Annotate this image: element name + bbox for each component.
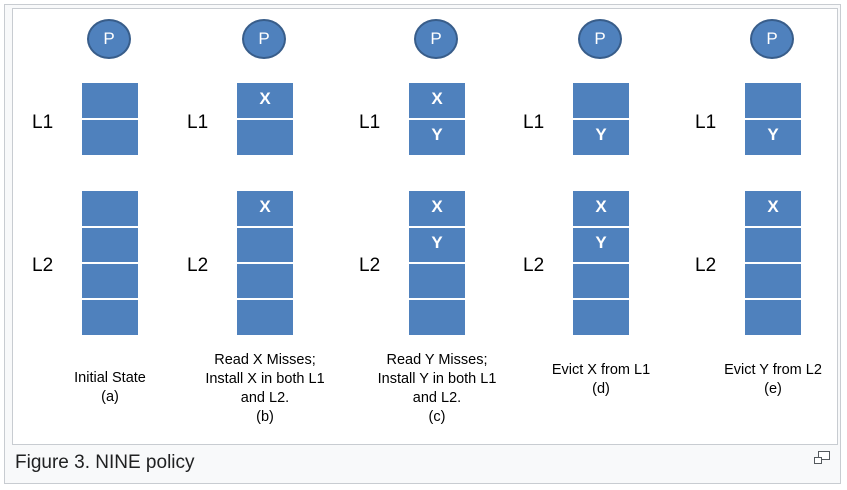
l2-label: L2 (359, 255, 381, 276)
l2-label: L2 (187, 255, 209, 276)
cache-line-divider (82, 226, 138, 228)
stage-caption: Read Y Misses; Install Y in both L1 and L2… (352, 351, 522, 427)
processor-node: P (578, 19, 622, 59)
cache-line-divider (573, 118, 629, 120)
cache-line-divider (237, 298, 293, 300)
l2-cache-block (82, 191, 138, 335)
stage-caption-line: Read X Misses; (214, 352, 316, 368)
cache-line-divider (573, 298, 629, 300)
processor-node: P (414, 19, 458, 59)
cache-line-divider (409, 118, 465, 120)
stage-caption-line: Initial State (74, 370, 146, 386)
stage-caption-line: (d) (592, 381, 610, 397)
stage-caption: Initial State (a) (25, 369, 195, 407)
l1-label: L1 (359, 112, 381, 133)
l2-label: L2 (695, 255, 717, 276)
cache-line-divider (409, 298, 465, 300)
stage-caption-line: Evict X from L1 (551, 362, 651, 378)
l2-cache-block: X (237, 191, 293, 335)
enlarge-icon[interactable] (814, 451, 830, 465)
figure-caption: Figure 3. NINE policy (15, 452, 195, 473)
cache-line-value: X (767, 197, 779, 216)
l1-label: L1 (32, 112, 54, 133)
stage-caption: Read X Misses; Install X in both L1 and L2… (180, 351, 350, 427)
stage-caption-line: Install Y in both L1 (377, 371, 497, 387)
stage-caption-line: Install X in both L1 (205, 371, 325, 387)
stage-caption-line: Read Y Misses; (386, 352, 488, 368)
cache-line-divider (745, 118, 801, 120)
cache-line-value: X (431, 89, 443, 108)
l2-label: L2 (523, 255, 545, 276)
l1-cache-block: Y (573, 83, 629, 155)
l1-label: L1 (187, 112, 209, 133)
l1-label: L1 (695, 112, 717, 133)
l1-cache-block (82, 83, 138, 155)
cache-line-divider (82, 118, 138, 120)
cache-line-divider (409, 226, 465, 228)
l1-cache-block: Y (745, 83, 801, 155)
cache-line-divider (237, 226, 293, 228)
cache-line-value: Y (767, 125, 779, 144)
cache-line-divider (82, 298, 138, 300)
stage-caption-line: and L2. (412, 390, 462, 406)
cache-line-divider (745, 226, 801, 228)
stage-caption-line: (a) (101, 389, 119, 405)
cache-line-value: X (259, 197, 271, 216)
processor-node: P (242, 19, 286, 59)
cache-line-divider (409, 262, 465, 264)
l1-cache-block: X (237, 83, 293, 155)
stage-caption-line: (c) (428, 409, 446, 425)
stage-caption: Evict Y from L2 (e) (688, 361, 847, 399)
processor-node: P (87, 19, 131, 59)
cache-line-divider (745, 298, 801, 300)
cache-line-divider (573, 226, 629, 228)
cache-line-value: X (431, 197, 443, 216)
cache-line-divider (82, 262, 138, 264)
l2-label: L2 (32, 255, 54, 276)
cache-line-divider (745, 262, 801, 264)
cache-line-divider (237, 262, 293, 264)
cache-line-value: Y (431, 233, 443, 252)
cache-line-value: Y (595, 125, 607, 144)
stage-caption-line: Evict Y from L2 (724, 362, 822, 378)
cache-line-value: X (595, 197, 607, 216)
stage-caption-line: (e) (764, 381, 782, 397)
cache-line-value: Y (431, 125, 443, 144)
l1-label: L1 (523, 112, 545, 133)
cache-line-value: X (259, 89, 271, 108)
cache-line-divider (237, 118, 293, 120)
stage-caption: Evict X from L1 (d) (516, 361, 686, 399)
processor-node: P (750, 19, 794, 59)
l2-cache-block: X (745, 191, 801, 335)
stage-caption-line: (b) (256, 409, 274, 425)
stage-caption-line: and L2. (240, 390, 290, 406)
cache-line-value: Y (595, 233, 607, 252)
cache-line-divider (573, 262, 629, 264)
